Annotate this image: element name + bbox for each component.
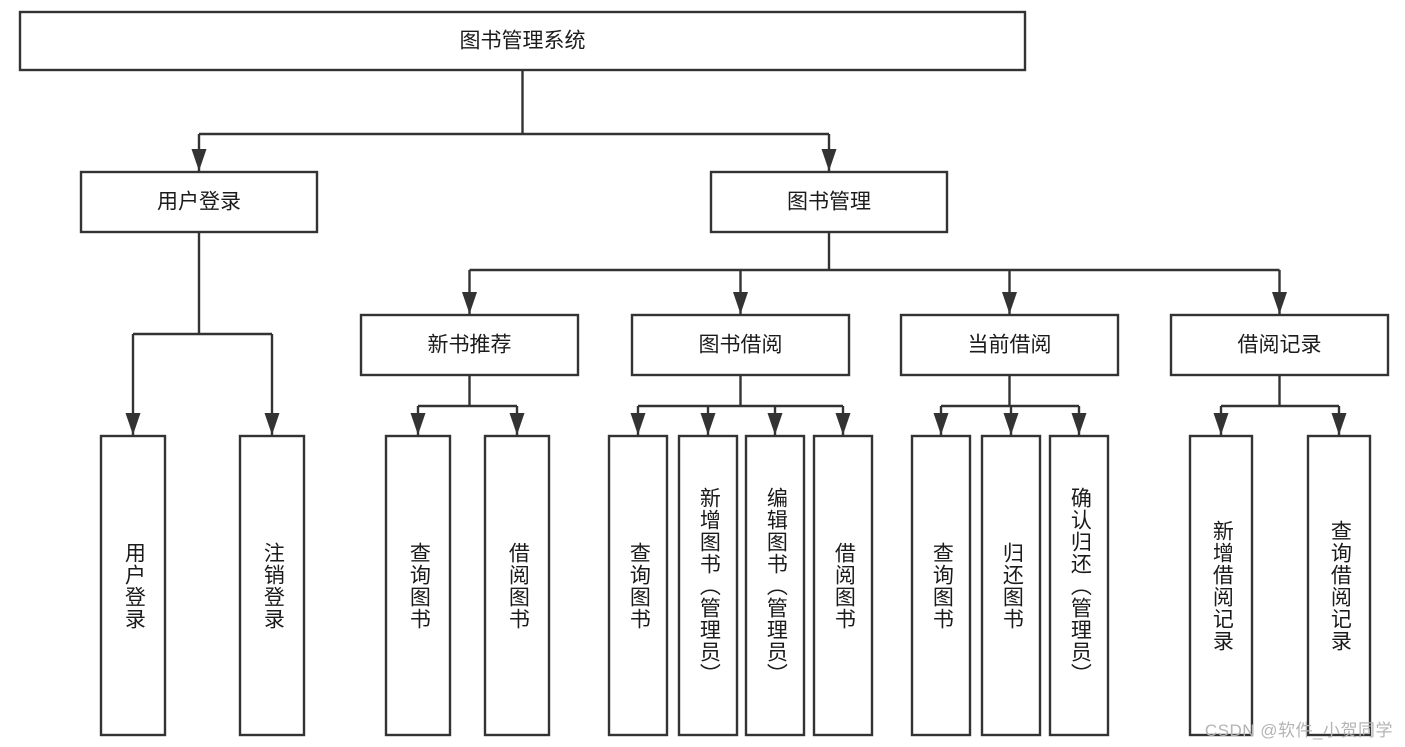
node-label-root: 图书管理系统 [460,30,586,53]
books-to-level3-arrow-3 [1272,292,1287,314]
records-to-leaves-arrow-1 [1331,413,1347,435]
node-root-图书管理系统[interactable] [18,10,1027,72]
node-leaf-3[interactable] [483,434,551,737]
node-level3-3[interactable] [1169,313,1390,377]
root-to-level2-arrow-0 [191,149,207,171]
node-label-level3-3: 借阅记录 [1238,334,1322,357]
current-to-leaves-arrow-1 [1003,413,1019,435]
newbooks-to-leaves-arrow-0 [410,413,426,435]
node-boxes [18,10,1390,737]
node-level2-1[interactable] [709,170,949,234]
node-leaf-9[interactable] [980,434,1042,737]
current-to-leaves-arrow-0 [933,413,949,435]
current-to-leaves-arrow-2 [1071,413,1087,435]
watermark-text: CSDN @软件_小贺同学 [1204,721,1393,740]
node-leaf-5[interactable] [677,434,739,737]
node-leaf-2[interactable] [384,434,452,737]
node-label-level2-0: 用户登录 [157,191,241,214]
borrow-to-leaves-arrow-1 [700,413,716,435]
books-to-level3-arrow-1 [733,292,748,314]
node-leaf-11[interactable] [1188,434,1254,737]
root-to-level2-arrow-1 [821,149,837,171]
borrow-to-leaves-arrow-2 [767,413,783,435]
node-leaf-1[interactable] [238,434,306,737]
node-leaf-12[interactable] [1306,434,1372,737]
node-leaf-6[interactable] [744,434,806,737]
login-to-leaves-arrow-1 [264,413,280,435]
borrow-to-leaves-arrow-3 [835,413,851,435]
records-to-leaves-arrow-0 [1213,413,1229,435]
node-leaf-0[interactable] [99,434,167,737]
node-label-level2-1: 图书管理 [787,191,871,214]
books-to-level3-arrow-2 [1002,292,1017,314]
node-level3-0[interactable] [359,313,580,377]
node-leaf-7[interactable] [812,434,874,737]
node-leaf-8[interactable] [910,434,972,737]
connector-lines [125,70,1347,435]
newbooks-to-leaves-arrow-1 [509,413,525,435]
login-to-leaves-arrow-0 [125,413,141,435]
node-label-level3-1: 图书借阅 [699,334,783,357]
node-leaf-4[interactable] [607,434,669,737]
node-leaf-10[interactable] [1048,434,1110,737]
node-label-level3-2: 当前借阅 [968,334,1052,357]
borrow-to-leaves-arrow-0 [630,413,646,435]
node-level3-1[interactable] [630,313,851,377]
node-level2-0[interactable] [79,170,319,234]
node-label-level3-0: 新书推荐 [428,334,512,357]
node-level3-2[interactable] [899,313,1120,377]
books-to-level3-arrow-0 [462,292,477,314]
